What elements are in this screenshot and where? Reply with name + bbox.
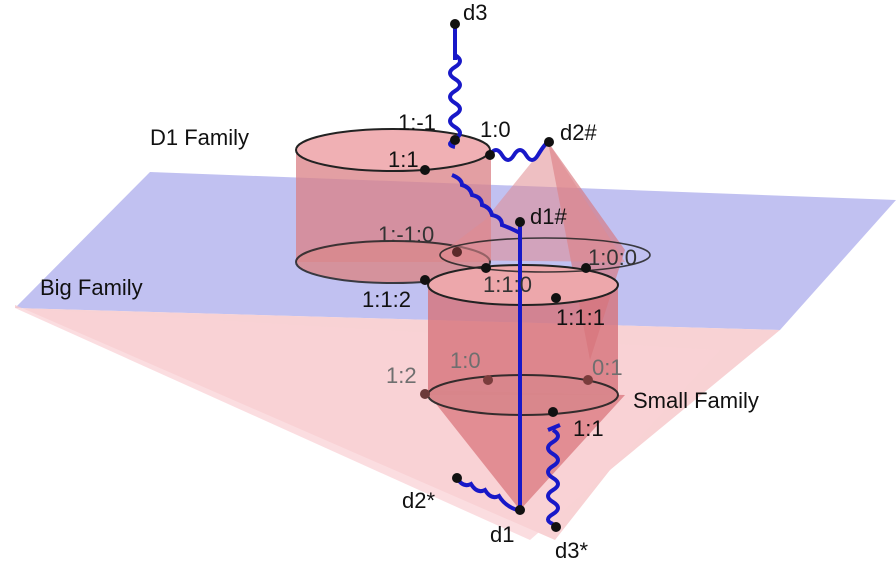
pyramid-front-upper — [432, 142, 625, 262]
point-d3 — [450, 19, 460, 29]
point-label-1-1-1: 1:1:1 — [556, 305, 605, 330]
point-11-low — [548, 407, 558, 417]
point-label-1-2: 1:2 — [386, 363, 417, 388]
d1-family-label: D1 Family — [150, 125, 249, 150]
wire-d3-1m1 — [448, 53, 462, 149]
wire-10-d2hash — [488, 140, 550, 162]
point-label-1-1-top: 1:1 — [388, 147, 419, 172]
vertex-label-d1: d1 — [490, 522, 514, 547]
point-10-top — [485, 150, 495, 160]
vertex-label-d2-hash: d2# — [560, 120, 597, 145]
small-family-label: Small Family — [633, 388, 759, 413]
wire-11low-d3star — [546, 428, 560, 526]
point-label-1-m1: 1:-1 — [398, 110, 436, 135]
small-family-cylinder-top — [427, 264, 619, 306]
point-label-0-1: 0:1 — [592, 355, 623, 380]
point-100 — [581, 263, 591, 273]
point-10-low — [483, 375, 493, 385]
wire-d2star-d1 — [455, 476, 518, 512]
point-11-top — [420, 165, 430, 175]
point-d3star — [551, 522, 561, 532]
vertex-label-d1-hash: d1# — [530, 204, 567, 229]
point-label-1-0-top: 1:0 — [480, 117, 511, 142]
point-label-1-1-low: 1:1 — [573, 416, 604, 441]
vertex-label-d2-star: d2* — [402, 488, 435, 513]
point-1m1 — [450, 135, 460, 145]
point-110 — [481, 263, 491, 273]
pyramid-front-lower — [425, 390, 625, 510]
point-label-1-1-0: 1:1:0 — [483, 272, 532, 297]
point-label-1-0-0: 1:0:0 — [588, 245, 637, 270]
vertex-label-d3-star: d3* — [555, 538, 588, 563]
point-111 — [551, 293, 561, 303]
wire-11-d1hash — [451, 173, 521, 235]
point-d2hash — [544, 137, 554, 147]
point-1m10 — [452, 247, 462, 257]
vertex-label-d3: d3 — [463, 0, 487, 25]
point-label-1-1-2: 1:1:2 — [362, 287, 411, 312]
point-d1hash — [515, 217, 525, 227]
point-01 — [583, 375, 593, 385]
wire-11low-stub — [547, 423, 561, 432]
big-family-label: Big Family — [40, 275, 143, 300]
point-112 — [420, 275, 430, 285]
point-d2star — [452, 473, 462, 483]
point-label-1-0-low: 1:0 — [450, 348, 481, 373]
point-label-1-m1-0: 1:-1:0 — [378, 222, 434, 247]
point-12 — [420, 389, 430, 399]
point-d1 — [515, 505, 525, 515]
middle-ring — [439, 237, 651, 273]
